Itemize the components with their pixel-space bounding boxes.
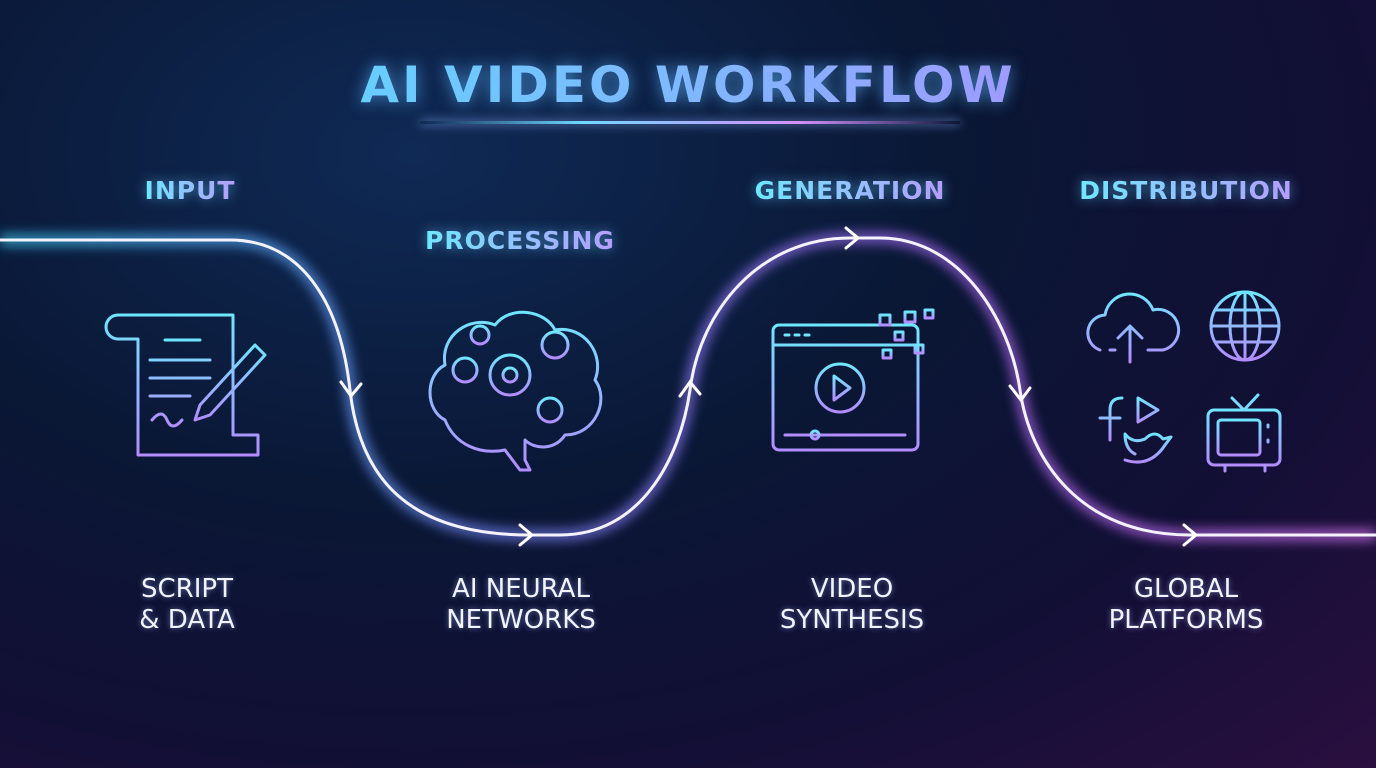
stage-label-distribution: DISTRIBUTION [1079,176,1293,205]
desc-line: VIDEO [810,574,894,604]
stage-desc-input: SCRIPT& DATA [139,574,235,636]
video-player-icon [771,308,935,452]
arrow-up-icon [678,379,702,398]
arrow-right-icon [844,226,861,250]
script-pencil-icon [104,313,267,457]
flow-line [0,236,1376,537]
page-title: AI VIDEO WORKFLOW [0,56,1376,114]
tv-icon [1206,393,1282,473]
stage-label-generation: GENERATION [754,176,946,205]
desc-line: PLATFORMS [1108,605,1264,635]
desc-line: GLOBAL [1133,574,1239,604]
cloud-upload-icon [1086,292,1181,364]
stage-label-input: INPUT [144,176,236,205]
desc-line: SYNTHESIS [779,605,925,635]
title-underline [420,121,960,124]
stage-label-processing: PROCESSING [425,226,615,255]
social-icons [1098,396,1173,464]
globe-icon [1209,290,1281,362]
brain-gears-icon [428,310,603,472]
arrow-right-icon [1182,523,1199,547]
arrow-down-icon [1008,384,1032,403]
desc-line: & DATA [139,605,235,635]
arrow-right-icon [518,523,535,547]
arrow-down-icon [339,380,363,399]
desc-line: NETWORKS [446,605,596,635]
desc-line: SCRIPT [141,574,233,604]
desc-line: AI NEURAL [452,574,590,604]
